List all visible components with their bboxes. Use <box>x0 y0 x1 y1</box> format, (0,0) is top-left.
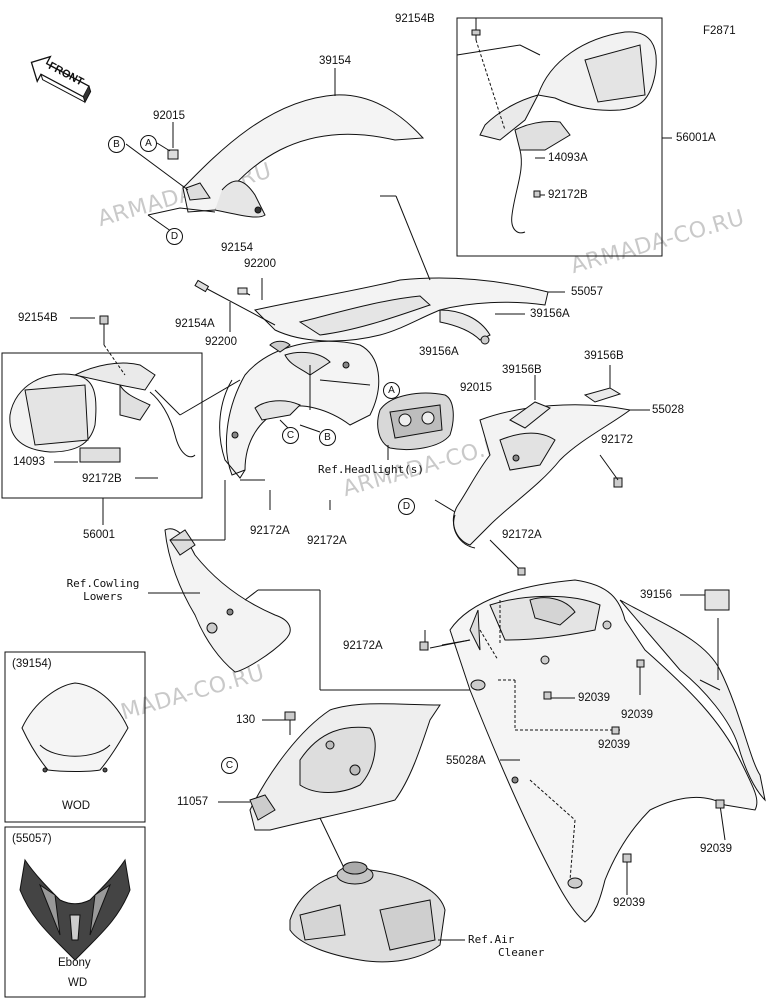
part-label-92172a: 92172A <box>250 525 290 537</box>
part-label-55028a: 55028A <box>446 755 486 767</box>
callout-a: A <box>383 382 400 399</box>
part-label-92154: 92154 <box>221 242 253 254</box>
callout-a: A <box>140 135 157 152</box>
upper-cowl-part <box>254 277 549 345</box>
part-label-39156b: 39156B <box>584 350 624 362</box>
inset-wd-code: (55057) <box>12 833 52 845</box>
callout-b: B <box>319 429 336 446</box>
part-label-92172a: 92172A <box>307 535 347 547</box>
part-label-39156a: 39156A <box>419 346 459 358</box>
part-label-92154a: 92154A <box>175 318 215 330</box>
inset-wod-caption: WOD <box>62 800 91 812</box>
headlight-part <box>377 392 454 450</box>
part-label-92015: 92015 <box>460 382 492 394</box>
part-label-92039: 92039 <box>621 709 653 721</box>
ref-cowling-line2: Lowers <box>83 590 123 603</box>
part-label-39154: 39154 <box>319 55 351 67</box>
part-label-92172: 92172 <box>601 434 633 446</box>
callout-b: B <box>108 136 125 153</box>
part-label-92172b: 92172B <box>82 473 122 485</box>
part-label-92172b: 92172B <box>548 189 588 201</box>
windshield-part <box>182 94 425 218</box>
inset-wd-color: Ebony <box>58 957 91 969</box>
inner-panel-part <box>219 340 380 479</box>
part-label-55057: 55057 <box>571 286 603 298</box>
mirror-left-part <box>9 362 196 463</box>
part-label-92039: 92039 <box>613 897 645 909</box>
callout-d: D <box>166 228 183 245</box>
part-label-92015: 92015 <box>153 110 185 122</box>
figure-code: F2871 <box>703 25 736 37</box>
part-label-92039: 92039 <box>700 843 732 855</box>
part-label-92172a: 92172A <box>502 529 542 541</box>
callout-c: C <box>221 757 238 774</box>
part-label-92039: 92039 <box>598 739 630 751</box>
callout-d: D <box>398 498 415 515</box>
callout-c: C <box>282 427 299 444</box>
part-label-39156b: 39156B <box>502 364 542 376</box>
part-label-39156a: 39156A <box>530 308 570 320</box>
front-arrow-icon <box>30 55 92 104</box>
part-label-92200: 92200 <box>244 258 276 270</box>
part-label-92154b: 92154B <box>18 312 58 324</box>
inset-wod-code: (39154) <box>12 658 52 670</box>
part-label-92172a: 92172A <box>343 640 383 652</box>
part-label-56001a: 56001A <box>676 132 716 144</box>
cowling-lower-part <box>164 528 291 673</box>
side-fairing-part <box>449 579 758 923</box>
part-label-39156: 39156 <box>640 589 672 601</box>
ref-cowling-line1: Ref.Cowling <box>66 577 140 590</box>
bracket-part <box>249 703 441 831</box>
inset-wd-caption: WD <box>68 977 88 989</box>
ref-cowling-lowers: Ref.Cowling Lowers <box>58 577 148 603</box>
part-label-55028: 55028 <box>652 404 684 416</box>
ref-air-line2: Cleaner <box>498 946 545 959</box>
upper-cowl-wd-part <box>19 858 131 961</box>
part-label-92039: 92039 <box>578 692 610 704</box>
part-label-11057: 11057 <box>177 796 209 808</box>
windshield-wod-part <box>21 682 129 773</box>
ref-headlight: Ref.Headlight(s) <box>318 463 424 476</box>
part-label-14093: 14093 <box>13 456 45 468</box>
air-cleaner-part <box>289 861 446 963</box>
part-label-14093a: 14093A <box>548 152 588 164</box>
part-label-56001: 56001 <box>83 529 115 541</box>
part-label-92200: 92200 <box>205 336 237 348</box>
ref-air-cleaner: Ref.Air Cleaner <box>468 933 544 959</box>
part-label-130: 130 <box>236 714 256 726</box>
mirror-right-part <box>479 31 657 234</box>
inner-cover-right-part <box>452 404 632 549</box>
part-label-92154b: 92154B <box>395 13 435 25</box>
ref-air-line1: Ref.Air <box>468 933 515 946</box>
